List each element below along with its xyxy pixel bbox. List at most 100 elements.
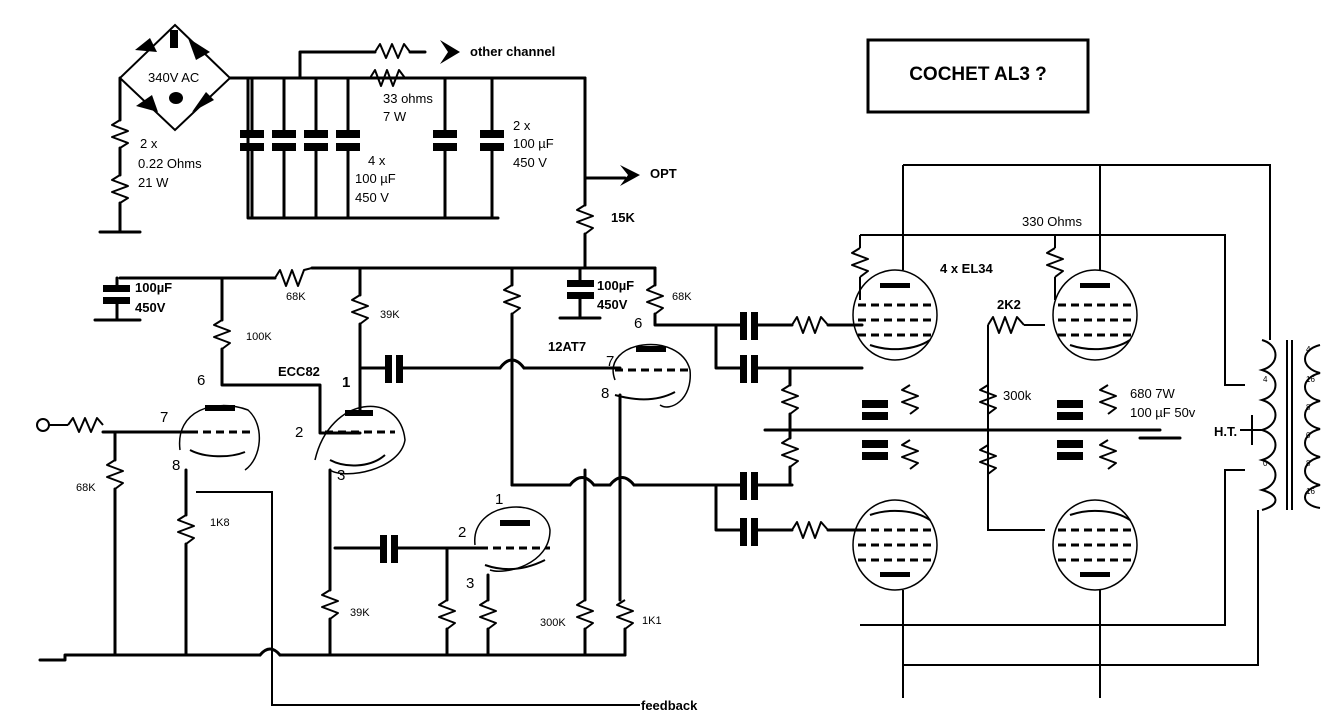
bridge-resistor-2 — [111, 174, 129, 204]
r68k-b-label: 68K — [672, 291, 692, 303]
resistor-300k-bias — [576, 599, 594, 630]
tap-label: 8 — [1306, 403, 1311, 412]
cap-b-voltage: 450V — [597, 297, 628, 312]
bridge-voltage-label: 340V AC — [148, 70, 199, 85]
tap-label: 16 — [1306, 375, 1315, 384]
output-coupling-capacitors — [740, 312, 758, 546]
ecc82-pin2: 2 — [295, 424, 303, 441]
tube-12at7-label: 12AT7 — [548, 339, 586, 354]
r33-power: 7 W — [383, 109, 407, 124]
caps2-voltage: 450 V — [513, 155, 547, 170]
other-channel-label: other channel — [470, 44, 555, 59]
decoupling-capacitor-b — [558, 266, 602, 320]
input-jack — [36, 418, 50, 432]
decoupling-capacitor-a — [93, 276, 142, 322]
ecc82-pin6: 6 — [197, 372, 205, 389]
caps4-count: 4 x — [368, 153, 386, 168]
tube-12at7 — [474, 343, 691, 572]
at7-pin6: 6 — [634, 315, 642, 332]
resistor-68k-decoupling — [274, 267, 313, 287]
caps4-voltage: 450 V — [355, 190, 389, 205]
bridge-rectifier — [118, 23, 232, 132]
bridge-resistor-count: 2 x — [140, 136, 158, 151]
r33-value: 33 ohms — [383, 91, 433, 106]
cathode-components-right — [1057, 384, 1117, 470]
bridge-resistor-1 — [111, 119, 129, 149]
cathode-components-left — [862, 384, 919, 470]
resistor-12at7-cathode — [479, 599, 497, 630]
r68k-in-label: 68K — [76, 482, 96, 494]
cap-b-value: 100µF — [597, 278, 634, 293]
tube-el34-upper-left — [852, 269, 938, 361]
caps4-value: 100 µF — [355, 171, 396, 186]
ecc82-pin1: 1 — [342, 374, 350, 391]
tap-label: 8 — [1306, 459, 1311, 468]
tap-label: 0 — [1263, 459, 1268, 468]
feedback-label: feedback — [641, 698, 698, 713]
opt-label: OPT — [650, 166, 677, 181]
resistor-39k-grid — [321, 589, 339, 620]
resistor-68k-input — [106, 459, 124, 490]
resistor-12at7-plate-1 — [503, 284, 521, 315]
at7-pin1: 1 — [495, 491, 503, 508]
cap-a-voltage: 450V — [135, 300, 166, 315]
grid-stopper-upper — [791, 316, 829, 334]
bias-resistor-1 — [781, 384, 799, 415]
resistor-300k-grid-2 — [979, 444, 997, 475]
ecc82-pin3: 3 — [337, 467, 345, 484]
cap-cathode-label: 100 µF 50v — [1130, 405, 1196, 420]
tube-ecc82 — [178, 404, 406, 475]
resistor-1k8 — [177, 514, 195, 545]
at7-pin7: 7 — [606, 353, 614, 370]
screen-resistor-ur — [1046, 247, 1064, 278]
tap-label: 0 — [1306, 431, 1311, 440]
other-channel-resistor — [374, 43, 411, 59]
bias-resistor-2 — [781, 437, 799, 468]
filter-capacitor-bank-2x — [433, 76, 504, 220]
resistor-15k — [576, 204, 594, 235]
ht-label: H.T. — [1214, 424, 1237, 439]
resistor-12at7-grid — [438, 599, 456, 630]
tube-el34-lower-right — [1052, 499, 1138, 591]
caps2-count: 2 x — [513, 118, 531, 133]
bridge-resistor-value: 0.22 Ohms — [138, 156, 202, 171]
r68k-a-label: 68K — [286, 291, 306, 303]
resistor-33-ohms — [369, 69, 406, 87]
r300k-a-label: 300K — [540, 617, 566, 629]
r330-label: 330 Ohms — [1022, 214, 1082, 229]
tap-label: 4 — [1306, 345, 1311, 354]
tap-label: 4 — [1263, 375, 1268, 384]
output-transformer — [1258, 339, 1321, 511]
coupling-capacitor-1 — [385, 355, 392, 383]
input-grid-stopper — [67, 417, 104, 433]
coupling-capacitor-2 — [380, 535, 387, 563]
resistor-100k — [213, 319, 231, 350]
r15k-label: 15K — [611, 210, 635, 225]
cap-a-value: 100µF — [135, 280, 172, 295]
tube-el34-lower-left — [852, 499, 938, 591]
bridge-resistor-power: 21 W — [138, 175, 169, 190]
at7-pin8: 8 — [601, 385, 609, 402]
r300k-b-label: 300k — [1003, 388, 1032, 403]
r2k2-label: 2K2 — [997, 297, 1021, 312]
ecc82-pin8: 8 — [172, 457, 180, 474]
ecc82-label: ECC82 — [278, 364, 320, 379]
resistor-1k1 — [616, 599, 634, 630]
filter-capacitor-bank-4x — [240, 76, 360, 220]
r1k1-label: 1K1 — [642, 615, 662, 627]
caps2-value: 100 µF — [513, 136, 554, 151]
tube-el34-upper-right — [1052, 269, 1138, 361]
ecc82-pin7: 7 — [160, 409, 168, 426]
schematic-title: COCHET AL3 ? — [909, 64, 1047, 85]
resistor-68k-12at7 — [646, 284, 664, 315]
at7-pin3: 3 — [466, 575, 474, 592]
at7-pin2: 2 — [458, 524, 466, 541]
r680-label: 680 7W — [1130, 386, 1176, 401]
r1k8-label: 1K8 — [210, 517, 230, 529]
r100k-label: 100K — [246, 331, 272, 343]
tap-label: 16 — [1306, 487, 1315, 496]
screen-resistor-ul — [851, 247, 869, 278]
resistor-39k-plate — [351, 294, 369, 325]
